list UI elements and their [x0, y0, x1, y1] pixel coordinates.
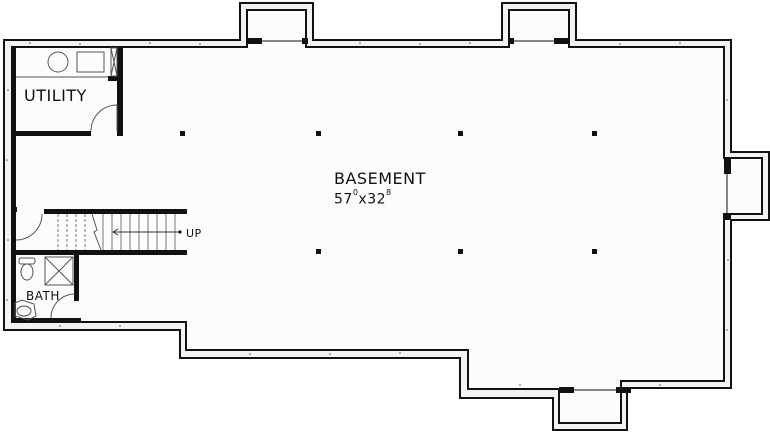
room-label-bath: BATH: [26, 289, 60, 303]
bath-walls: [11, 255, 81, 323]
stair-closet-door-swing: [15, 213, 43, 241]
room-dimensions-basement: 570x328: [334, 188, 392, 208]
dim-width: 57: [334, 191, 353, 208]
sink-icon: [14, 299, 37, 321]
dim-height: 32: [367, 191, 387, 208]
support-columns: [180, 131, 597, 254]
window-well-right: [724, 158, 731, 220]
window-well-top-left: [246, 38, 308, 44]
stair-up-label: UP: [186, 227, 202, 240]
room-label-utility: UTILITY: [24, 86, 87, 105]
room-label-basement: BASEMENT: [334, 169, 426, 188]
dim-x: x: [358, 191, 368, 208]
utility-closet-icon: [110, 47, 118, 77]
concrete-speckle: [6, 42, 729, 386]
utility-door-swing: [90, 104, 118, 132]
left-interior-wall: [11, 136, 16, 322]
washer-icon: [47, 51, 69, 73]
shower-icon: [44, 256, 74, 286]
dim-width-inches: 0: [352, 188, 359, 197]
window-well-top-right: [508, 38, 570, 44]
bath-door-swing: [50, 293, 76, 319]
dim-height-inches: 8: [386, 188, 392, 197]
utility-room-walls: [11, 46, 123, 136]
basement-floor: [11, 9, 763, 424]
window-well-bottom: [559, 387, 631, 393]
dryer-icon: [76, 51, 105, 73]
toilet-icon: [18, 257, 36, 281]
stairway: [11, 209, 187, 255]
arrow-left-icon: [112, 228, 119, 236]
